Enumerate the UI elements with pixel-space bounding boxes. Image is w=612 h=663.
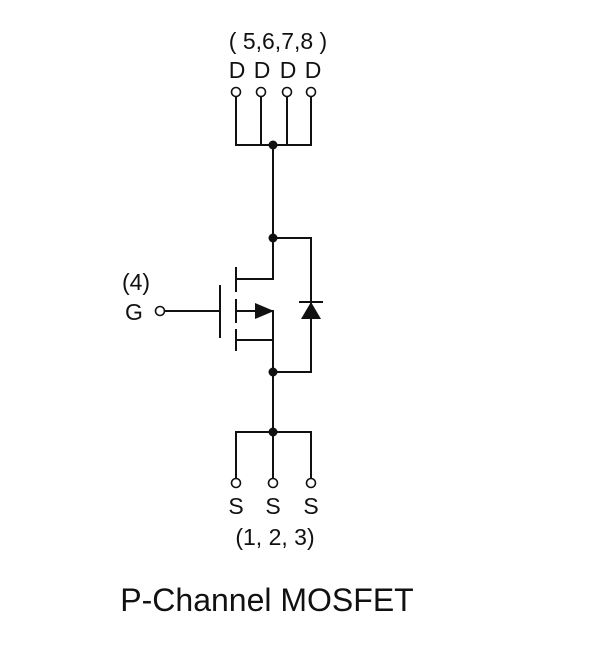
body-arrow — [255, 303, 274, 319]
drain-pins — [230, 86, 317, 150]
body-diode-icon — [299, 301, 323, 319]
source-pin-numbers: (1, 2, 3) — [235, 524, 314, 550]
drain-pin-circle — [230, 86, 242, 98]
drain-label-2: D — [254, 57, 271, 83]
source-pin-circle — [230, 477, 242, 489]
gate-pin-circle — [154, 305, 166, 317]
source-label-1: S — [228, 493, 243, 519]
diagram-caption: P-Channel MOSFET — [120, 582, 413, 618]
transistor-body — [219, 144, 312, 377]
source-labels: S S S — [228, 493, 318, 519]
drain-label-1: D — [229, 57, 246, 83]
gate-pin-number: (4) — [122, 269, 150, 295]
source-pins — [230, 371, 317, 489]
drain-pin-circle — [305, 86, 317, 98]
drain-label-3: D — [280, 57, 297, 83]
source-pin-circle — [267, 477, 279, 489]
drain-pin-circle — [281, 86, 293, 98]
source-label-2: S — [265, 493, 280, 519]
gate-label: G — [125, 299, 143, 325]
source-label-3: S — [303, 493, 318, 519]
drain-labels: D D D D — [229, 57, 322, 83]
drain-pin-circle — [255, 86, 267, 98]
source-pin-circle — [305, 477, 317, 489]
drain-label-4: D — [305, 57, 322, 83]
drain-pin-numbers: ( 5,6,7,8 ) — [229, 28, 327, 54]
